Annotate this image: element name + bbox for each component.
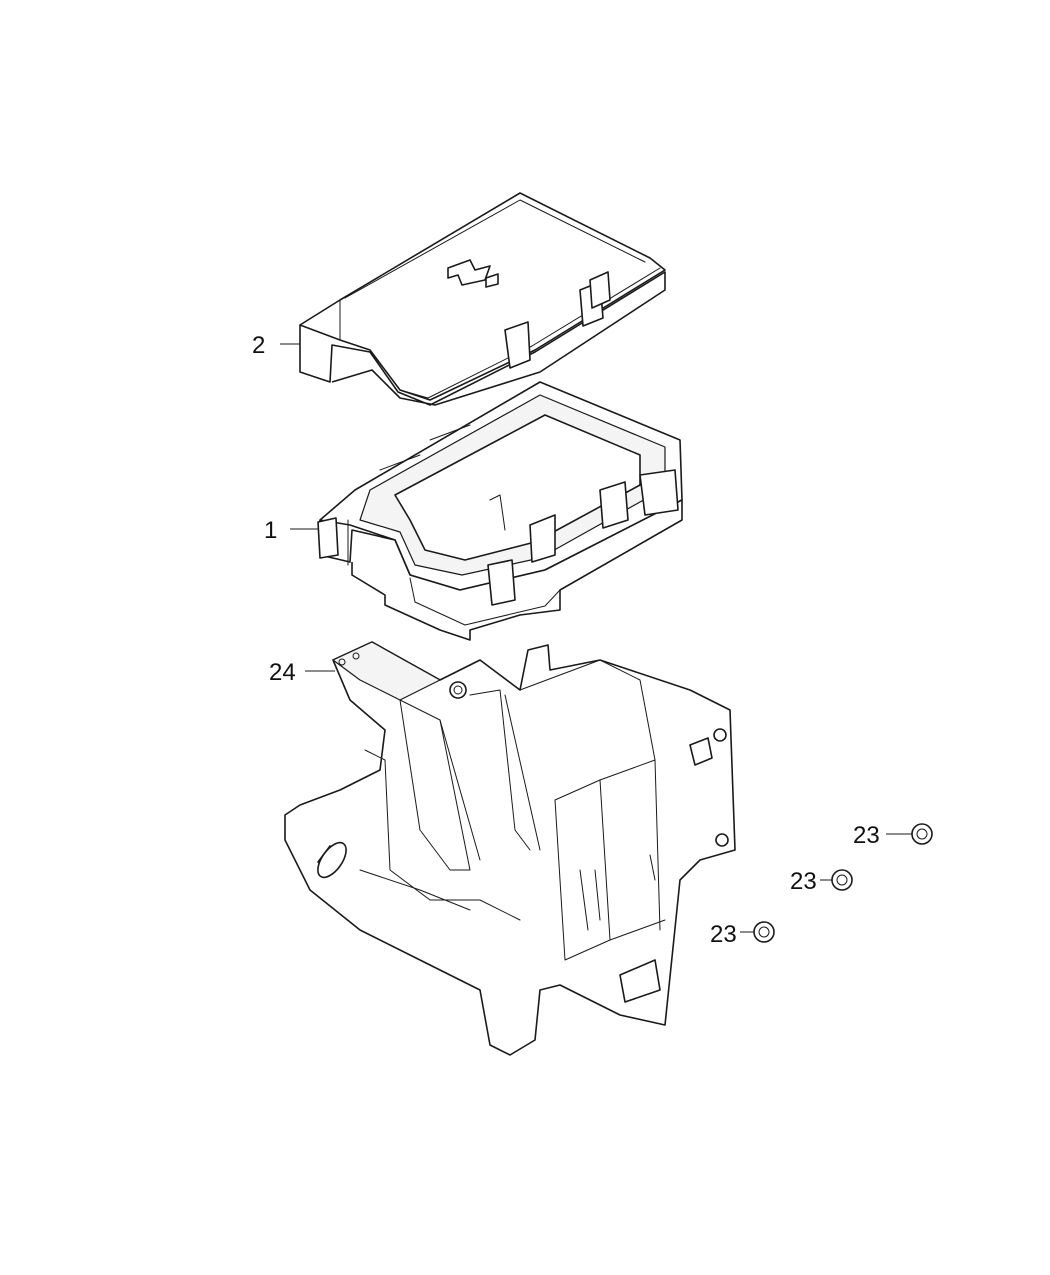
part-bracket: [284, 641, 736, 1056]
callout-cover: 2: [252, 332, 265, 359]
callout-nut-a: 23: [853, 822, 880, 849]
callout-fuse-box: 1: [264, 517, 277, 544]
callout-bracket: 24: [269, 659, 296, 686]
part-nut-c: [753, 921, 775, 943]
callout-nut-c: 23: [710, 921, 737, 948]
callout-nut-b: 23: [790, 868, 817, 895]
part-cover: [299, 192, 666, 406]
part-fuse-box: [317, 381, 683, 641]
part-nut-a: [911, 823, 933, 845]
part-nut-b: [831, 869, 853, 891]
